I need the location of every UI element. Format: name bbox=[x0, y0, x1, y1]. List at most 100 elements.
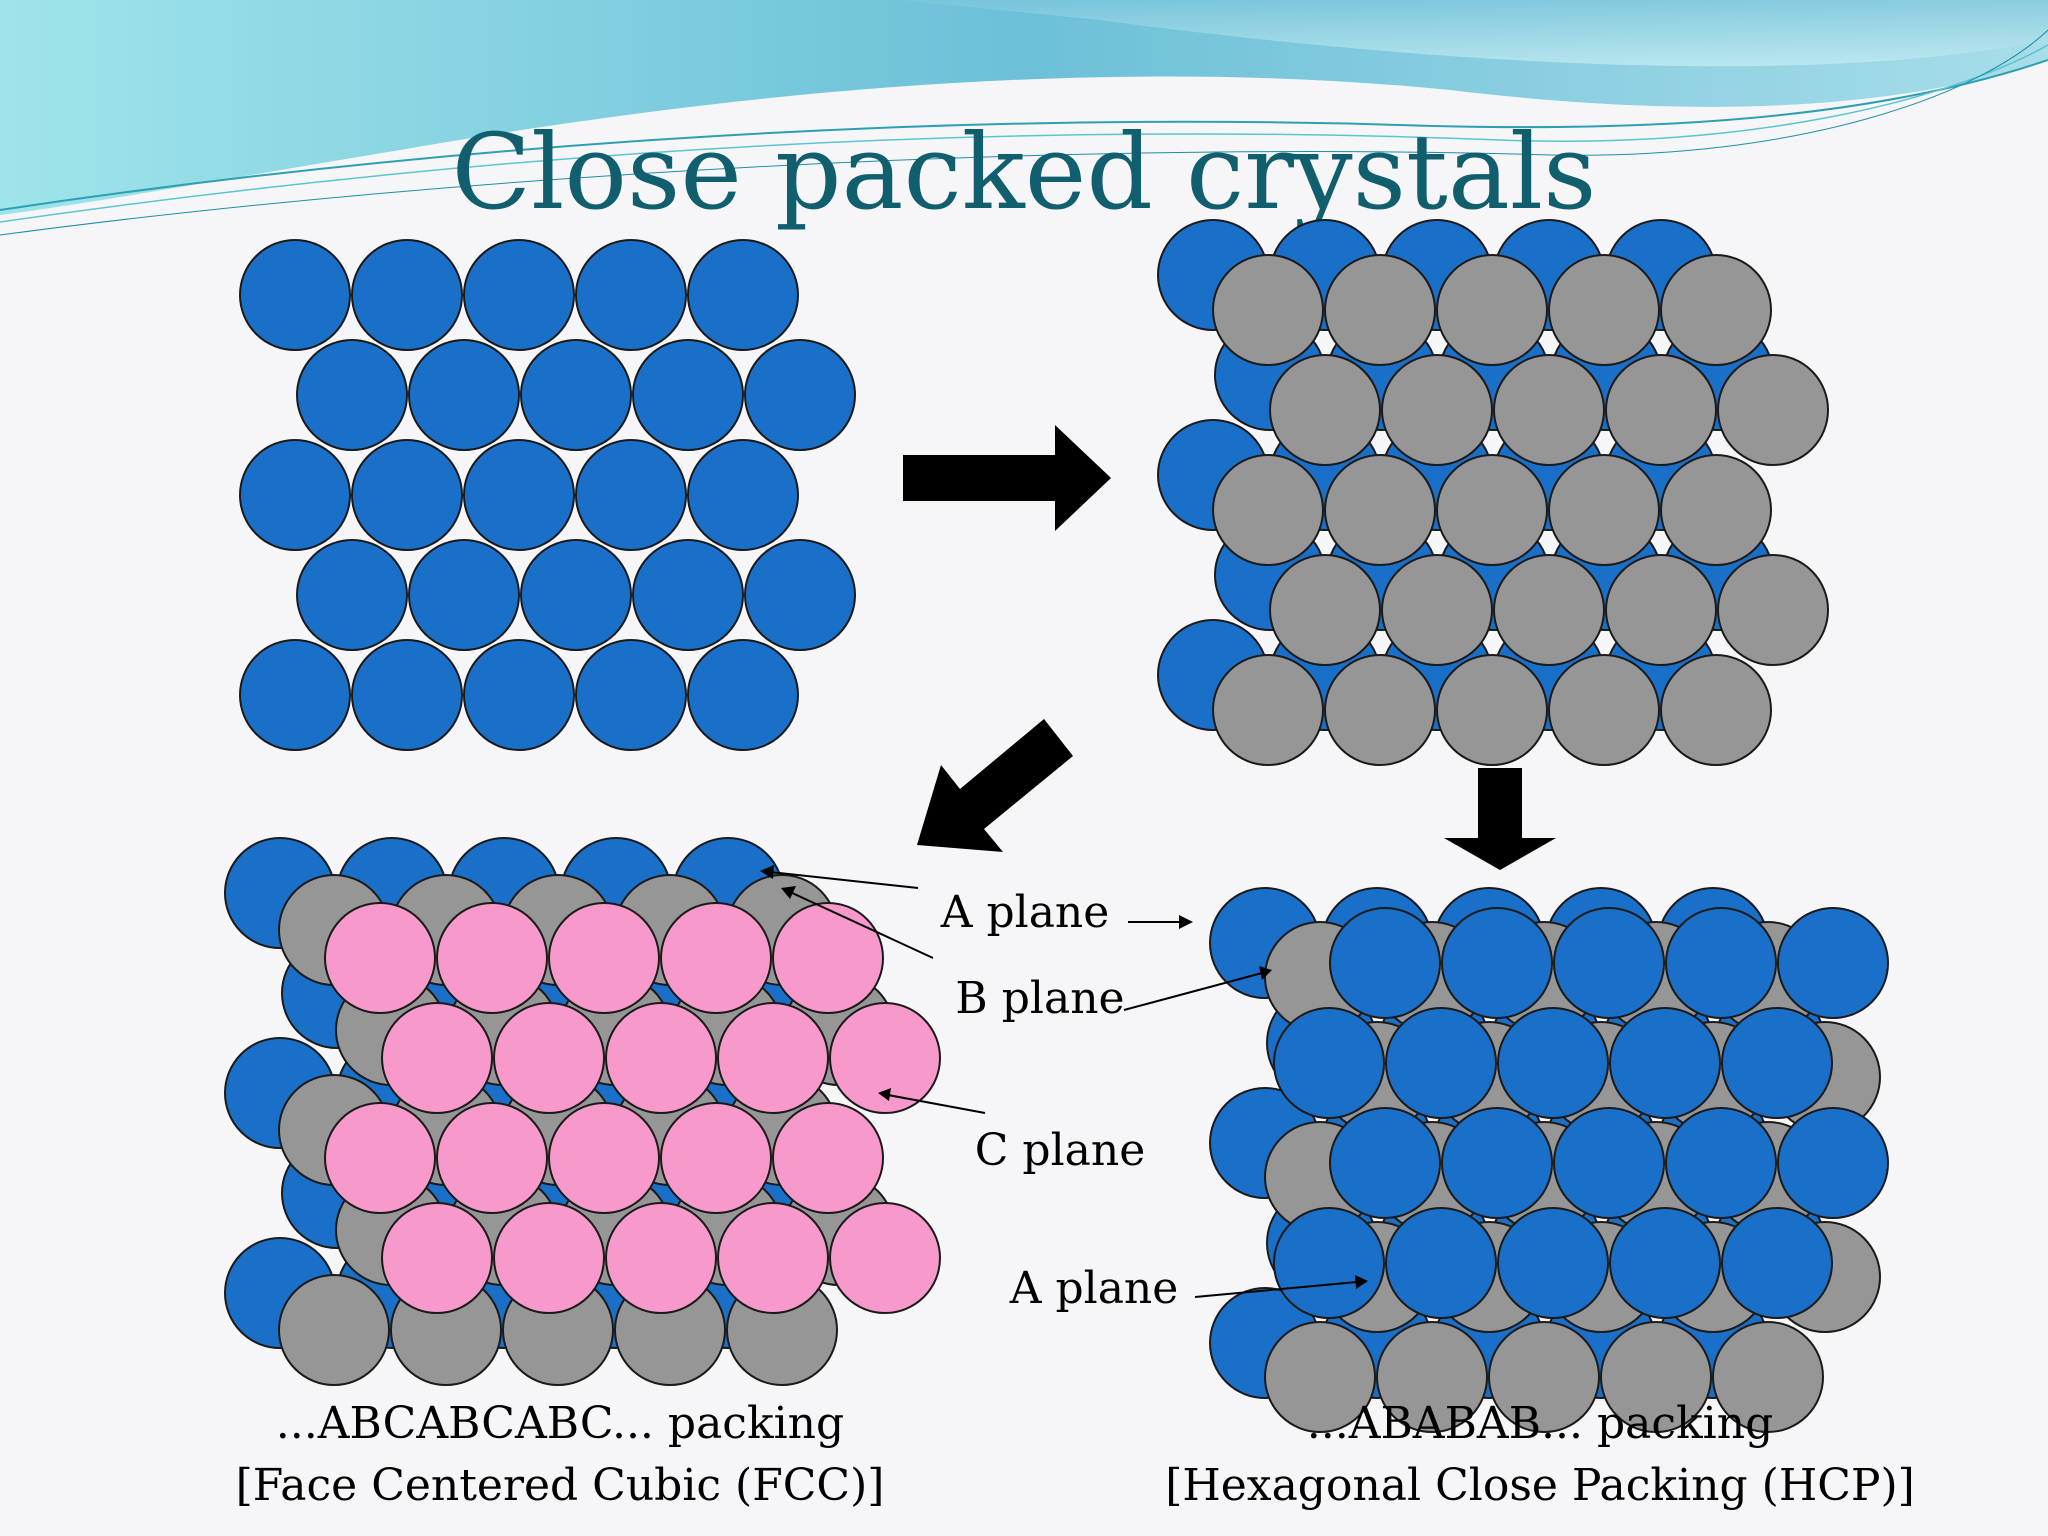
fcc-c-layer bbox=[324, 902, 941, 1314]
sphere bbox=[493, 1002, 605, 1114]
sphere bbox=[463, 439, 575, 551]
sphere bbox=[1717, 354, 1829, 466]
sphere bbox=[1605, 554, 1717, 666]
sphere bbox=[1721, 1207, 1833, 1319]
sphere bbox=[772, 902, 884, 1014]
sphere bbox=[575, 239, 687, 351]
sphere bbox=[1381, 554, 1493, 666]
sphere bbox=[1712, 1321, 1824, 1433]
hcp-a-layer-top bbox=[1273, 907, 1889, 1319]
fcc-caption-line1: ...ABCABCABC... packing bbox=[276, 1398, 844, 1449]
sphere bbox=[548, 1102, 660, 1214]
sphere bbox=[296, 539, 408, 651]
sphere bbox=[1329, 1107, 1441, 1219]
sphere bbox=[1660, 454, 1772, 566]
label-a-plane-1: A plane bbox=[940, 887, 1110, 938]
sphere bbox=[351, 239, 463, 351]
leader-b-plane-top bbox=[789, 891, 934, 959]
sphere bbox=[687, 639, 799, 751]
sphere bbox=[1385, 1207, 1497, 1319]
sphere bbox=[239, 439, 351, 551]
sphere bbox=[687, 239, 799, 351]
sphere bbox=[660, 902, 772, 1014]
sphere bbox=[1269, 354, 1381, 466]
sphere bbox=[1548, 454, 1660, 566]
slide-title: Close packed crystals bbox=[452, 111, 1597, 233]
sphere bbox=[1264, 1321, 1376, 1433]
header-wave bbox=[0, 0, 2048, 236]
sphere bbox=[1553, 907, 1665, 1019]
sphere bbox=[1660, 254, 1772, 366]
panel2-b-layer bbox=[1212, 254, 1829, 766]
sphere bbox=[1269, 554, 1381, 666]
sphere bbox=[632, 339, 744, 451]
fcc-caption-line2: [Face Centered Cubic (FCC)] bbox=[236, 1460, 885, 1511]
label-b-plane: B plane bbox=[955, 973, 1124, 1024]
sphere bbox=[829, 1202, 941, 1314]
sphere bbox=[687, 439, 799, 551]
sphere bbox=[1212, 254, 1324, 366]
sphere bbox=[463, 639, 575, 751]
hcp-caption-line1: ...ABABAB... packing bbox=[1307, 1398, 1774, 1449]
sphere bbox=[1548, 254, 1660, 366]
sphere bbox=[1665, 907, 1777, 1019]
sphere bbox=[1329, 907, 1441, 1019]
sphere bbox=[408, 339, 520, 451]
sphere bbox=[1497, 1207, 1609, 1319]
leader-a-plane-1 bbox=[769, 871, 919, 889]
sphere bbox=[463, 239, 575, 351]
sphere bbox=[744, 539, 856, 651]
label-a-plane-2: A plane bbox=[1009, 1263, 1179, 1314]
sphere bbox=[1660, 654, 1772, 766]
sphere bbox=[1212, 654, 1324, 766]
sphere bbox=[1381, 354, 1493, 466]
sphere bbox=[1212, 454, 1324, 566]
sphere bbox=[1609, 1207, 1721, 1319]
panel1-a-layer bbox=[239, 239, 856, 751]
sphere bbox=[239, 239, 351, 351]
sphere bbox=[1717, 554, 1829, 666]
sphere bbox=[660, 1102, 772, 1214]
sphere bbox=[351, 639, 463, 751]
sphere bbox=[324, 902, 436, 1014]
sphere bbox=[772, 1102, 884, 1214]
sphere bbox=[520, 539, 632, 651]
sphere bbox=[493, 1202, 605, 1314]
sphere bbox=[1777, 1107, 1889, 1219]
sphere bbox=[1553, 1107, 1665, 1219]
label-c-plane: C plane bbox=[975, 1125, 1146, 1176]
sphere bbox=[1665, 1107, 1777, 1219]
block-arrow-down-icon bbox=[1444, 768, 1556, 870]
sphere bbox=[1497, 1007, 1609, 1119]
leader-lines bbox=[769, 871, 1358, 1298]
sphere bbox=[632, 539, 744, 651]
sphere bbox=[1324, 454, 1436, 566]
sphere bbox=[324, 1102, 436, 1214]
sphere bbox=[1493, 354, 1605, 466]
sphere bbox=[605, 1002, 717, 1114]
sphere bbox=[381, 1002, 493, 1114]
sphere bbox=[1777, 907, 1889, 1019]
sphere bbox=[1721, 1007, 1833, 1119]
sphere bbox=[744, 339, 856, 451]
block-arrow-right-icon bbox=[903, 425, 1111, 531]
sphere bbox=[436, 1102, 548, 1214]
sphere bbox=[1441, 907, 1553, 1019]
sphere bbox=[278, 1274, 390, 1386]
sphere bbox=[717, 1002, 829, 1114]
sphere bbox=[1385, 1007, 1497, 1119]
hcp-caption-line2: [Hexagonal Close Packing (HCP)] bbox=[1165, 1460, 1915, 1511]
sphere bbox=[1609, 1007, 1721, 1119]
sphere bbox=[520, 339, 632, 451]
sphere bbox=[1548, 654, 1660, 766]
sphere bbox=[408, 539, 520, 651]
sphere bbox=[548, 902, 660, 1014]
sphere bbox=[1273, 1007, 1385, 1119]
sphere bbox=[1600, 1321, 1712, 1433]
sphere bbox=[1436, 254, 1548, 366]
sphere bbox=[1436, 654, 1548, 766]
sphere bbox=[1436, 454, 1548, 566]
leader-arrowheads bbox=[760, 865, 1368, 1289]
